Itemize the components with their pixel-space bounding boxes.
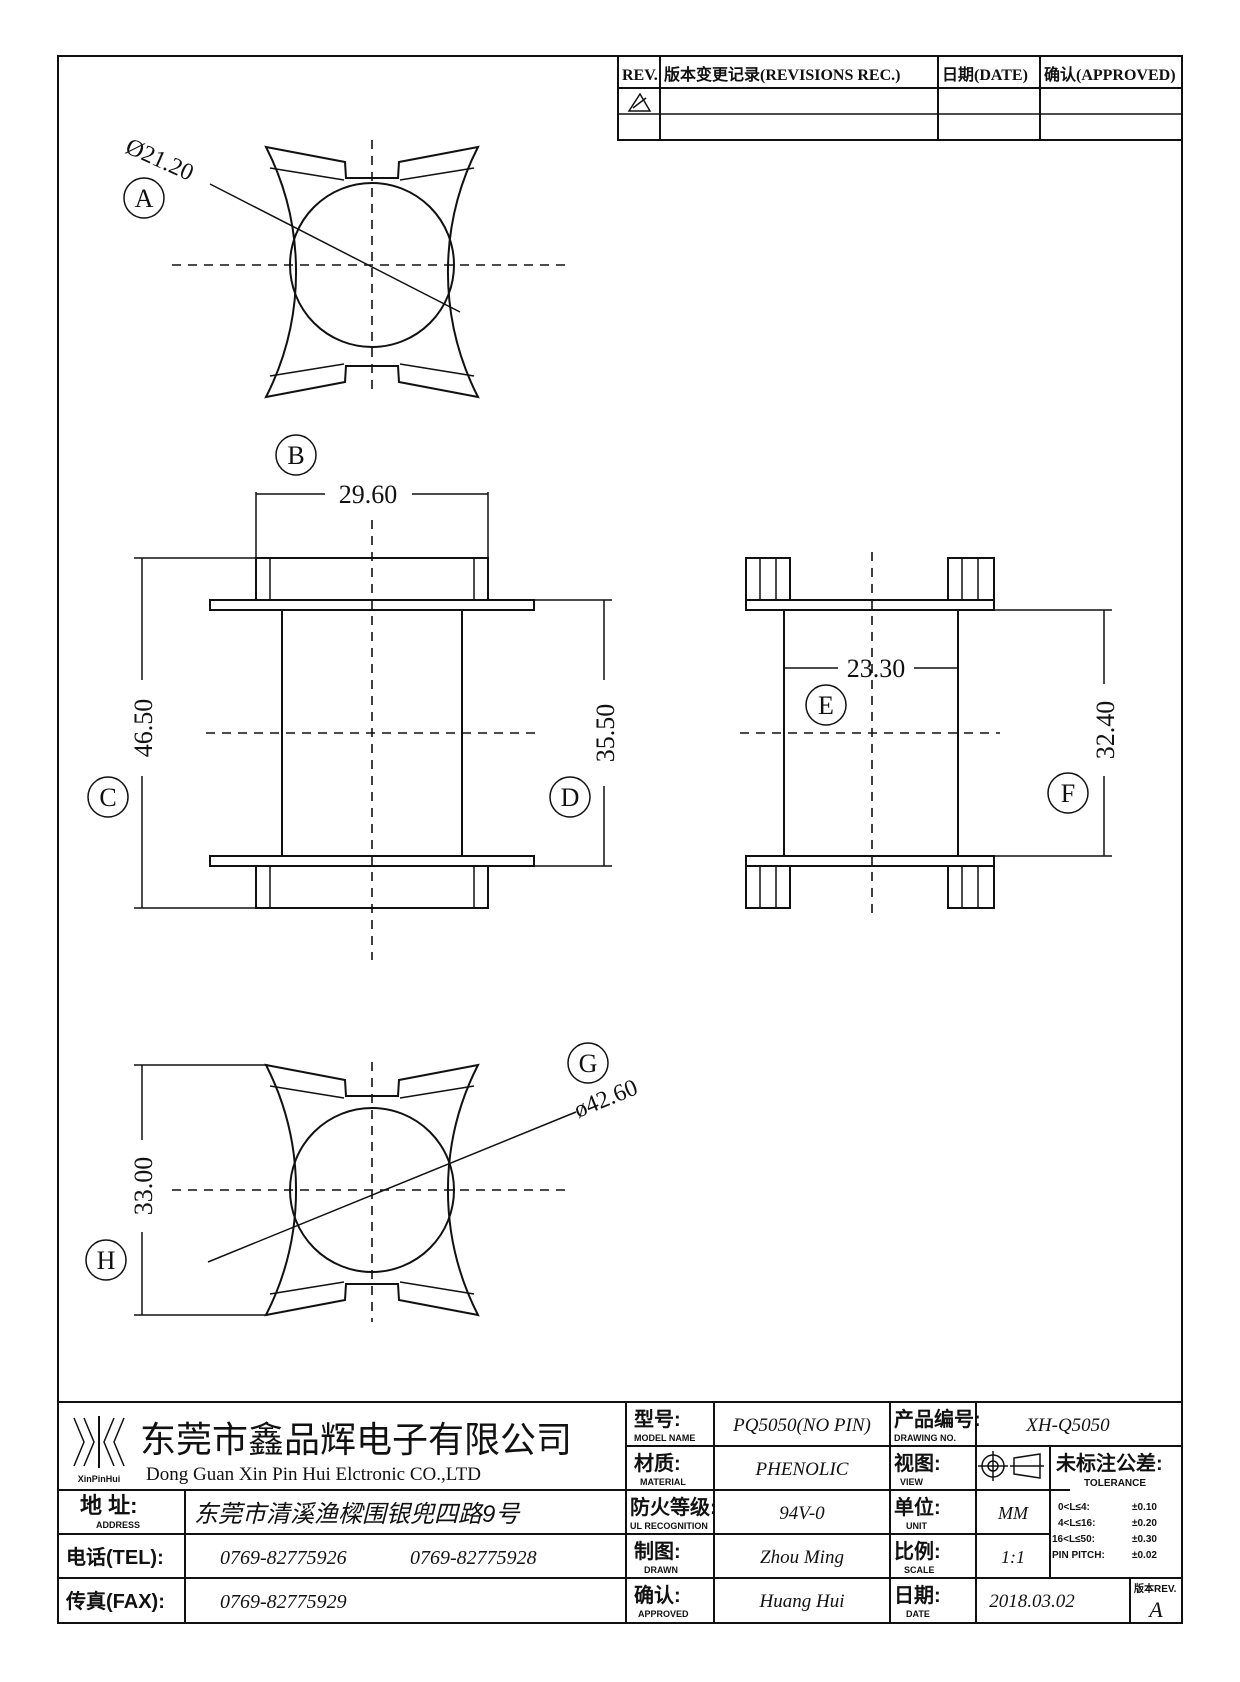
tol-value-4: ±0.02 — [1132, 1550, 1157, 1561]
rev-value: A — [1147, 1597, 1163, 1622]
approved-header: 确认(APPROVED) — [1044, 65, 1176, 84]
scale-label: 比例: — [894, 1539, 941, 1563]
ul-value: 94V-0 — [779, 1503, 825, 1524]
company-logo: XinPinHui — [73, 1416, 125, 1484]
view-label: 视图: — [894, 1452, 941, 1475]
dim-e-text: 23.30 — [847, 654, 906, 683]
tol-value-1: ±0.10 — [1132, 1502, 1157, 1513]
label-a: A — [135, 184, 154, 213]
company-name-en: Dong Guan Xin Pin Hui Elctronic CO.,LTD — [146, 1464, 481, 1485]
drawn-label-en: DRAWN — [644, 1565, 678, 1575]
tel-1: 0769-82775926 — [220, 1547, 347, 1569]
tol-value-2: ±0.20 — [1132, 1518, 1157, 1529]
approved-value: Huang Hui — [759, 1591, 845, 1612]
label-h-circle — [85, 1239, 127, 1281]
revision-table: REV. 版本变更记录(REVISIONS REC.) 日期(DATE) 确认(… — [617, 55, 1183, 141]
date-label-en: DATE — [906, 1609, 930, 1619]
view-label-en: VIEW — [900, 1477, 924, 1487]
logo-text: XinPinHui — [78, 1474, 121, 1484]
label-g: G — [579, 1049, 598, 1078]
label-h: H — [97, 1246, 116, 1275]
revisions-header: 版本变更记录(REVISIONS REC.) — [663, 65, 900, 84]
approved-label-en: APPROVED — [638, 1609, 689, 1619]
ul-label: 防火等级: — [630, 1495, 717, 1519]
label-c: C — [99, 783, 116, 812]
scale-label-en: SCALE — [904, 1565, 935, 1575]
unit-label: 单位: — [894, 1495, 941, 1519]
view-front: B 29.60 46.50 C 35.50 — [87, 434, 620, 960]
ul-label-en: UL RECOGNITION — [630, 1521, 708, 1531]
drawn-label: 制图: — [634, 1540, 681, 1563]
label-c-circle — [87, 776, 129, 818]
drawing-no-label: 产品编号: — [894, 1407, 981, 1431]
drawn-value: Zhou Ming — [760, 1547, 844, 1568]
date-label: 日期: — [894, 1584, 941, 1607]
label-d: D — [561, 783, 580, 812]
label-b-circle — [275, 434, 317, 476]
material-label-en: MATERIAL — [640, 1477, 686, 1487]
dim-c-text: 46.50 — [129, 699, 158, 758]
rev-header: REV. — [622, 67, 658, 84]
drawing-no-value: XH-Q5050 — [1025, 1415, 1110, 1436]
sheet-border — [57, 55, 1183, 1624]
dim-f-text: 32.40 — [1091, 701, 1120, 760]
model-value: PQ5050(NO PIN) — [732, 1415, 871, 1436]
tol-range-4: PIN PITCH: — [1052, 1550, 1105, 1561]
label-e-circle — [805, 684, 847, 726]
material-label: 材质: — [634, 1452, 681, 1475]
revision-triangle-icon — [627, 92, 652, 112]
tolerance-label-en: TOLERANCE — [1084, 1478, 1146, 1489]
flange-outline — [264, 145, 480, 399]
label-f: F — [1061, 779, 1075, 808]
fax-value: 0769-82775929 — [220, 1591, 347, 1613]
view-side: 23.30 E 32.40 F — [740, 552, 1120, 914]
label-b: B — [287, 441, 304, 470]
label-e: E — [818, 691, 834, 720]
tol-range-3: 16<L≤50: — [1052, 1534, 1095, 1545]
material-value: PHENOLIC — [755, 1459, 849, 1480]
view-a-top: Ø21.20 A — [122, 134, 572, 399]
label-a-circle — [123, 177, 165, 219]
tol-range-1: 0<L≤4: — [1058, 1502, 1090, 1513]
label-f-circle — [1047, 772, 1089, 814]
model-label: 型号: — [634, 1408, 681, 1431]
unit-label-en: UNIT — [906, 1521, 927, 1531]
unit-value: MM — [997, 1503, 1029, 1523]
address-label-en: ADDRESS — [96, 1520, 140, 1530]
date-value: 2018.03.02 — [989, 1591, 1075, 1612]
address-value: 东莞市清溪渔樑围银兜四路9号 — [194, 1501, 521, 1528]
leader-line — [209, 183, 461, 313]
address-label: 地 址: — [80, 1493, 137, 1518]
approved-label: 确认: — [634, 1583, 681, 1607]
label-g-circle — [567, 1042, 609, 1084]
tolerance-label: 未标注公差: — [1056, 1451, 1163, 1475]
date-header: 日期(DATE) — [942, 65, 1028, 84]
dim-b-text: 29.60 — [339, 480, 398, 509]
tel-2: 0769-82775928 — [410, 1547, 537, 1569]
dim-d-text: 35.50 — [591, 704, 620, 763]
view-bottom: ø42.60 G 33.00 H — [85, 1042, 641, 1322]
company-name-cn: 东莞市鑫品辉电子有限公司 — [140, 1419, 572, 1460]
fax-label: 传真(FAX): — [65, 1589, 165, 1613]
dim-a-text: Ø21.20 — [122, 134, 198, 187]
tol-range-2: 4<L≤16: — [1058, 1518, 1095, 1529]
label-d-circle — [549, 776, 591, 818]
drawing-no-label-en: DRAWING NO. — [894, 1433, 956, 1443]
title-block: XinPinHui 东莞市鑫品辉电子有限公司 Dong Guan Xin Pin… — [57, 1401, 1183, 1624]
model-label-en: MODEL NAME — [634, 1433, 695, 1443]
dim-h-text: 33.00 — [129, 1157, 158, 1216]
scale-value: 1:1 — [1001, 1547, 1025, 1567]
tol-value-3: ±0.30 — [1132, 1534, 1157, 1545]
tel-label: 电话(TEL): — [66, 1546, 164, 1569]
rev-label: 版本REV. — [1134, 1582, 1177, 1595]
projection-symbol-icon — [978, 1451, 1044, 1481]
